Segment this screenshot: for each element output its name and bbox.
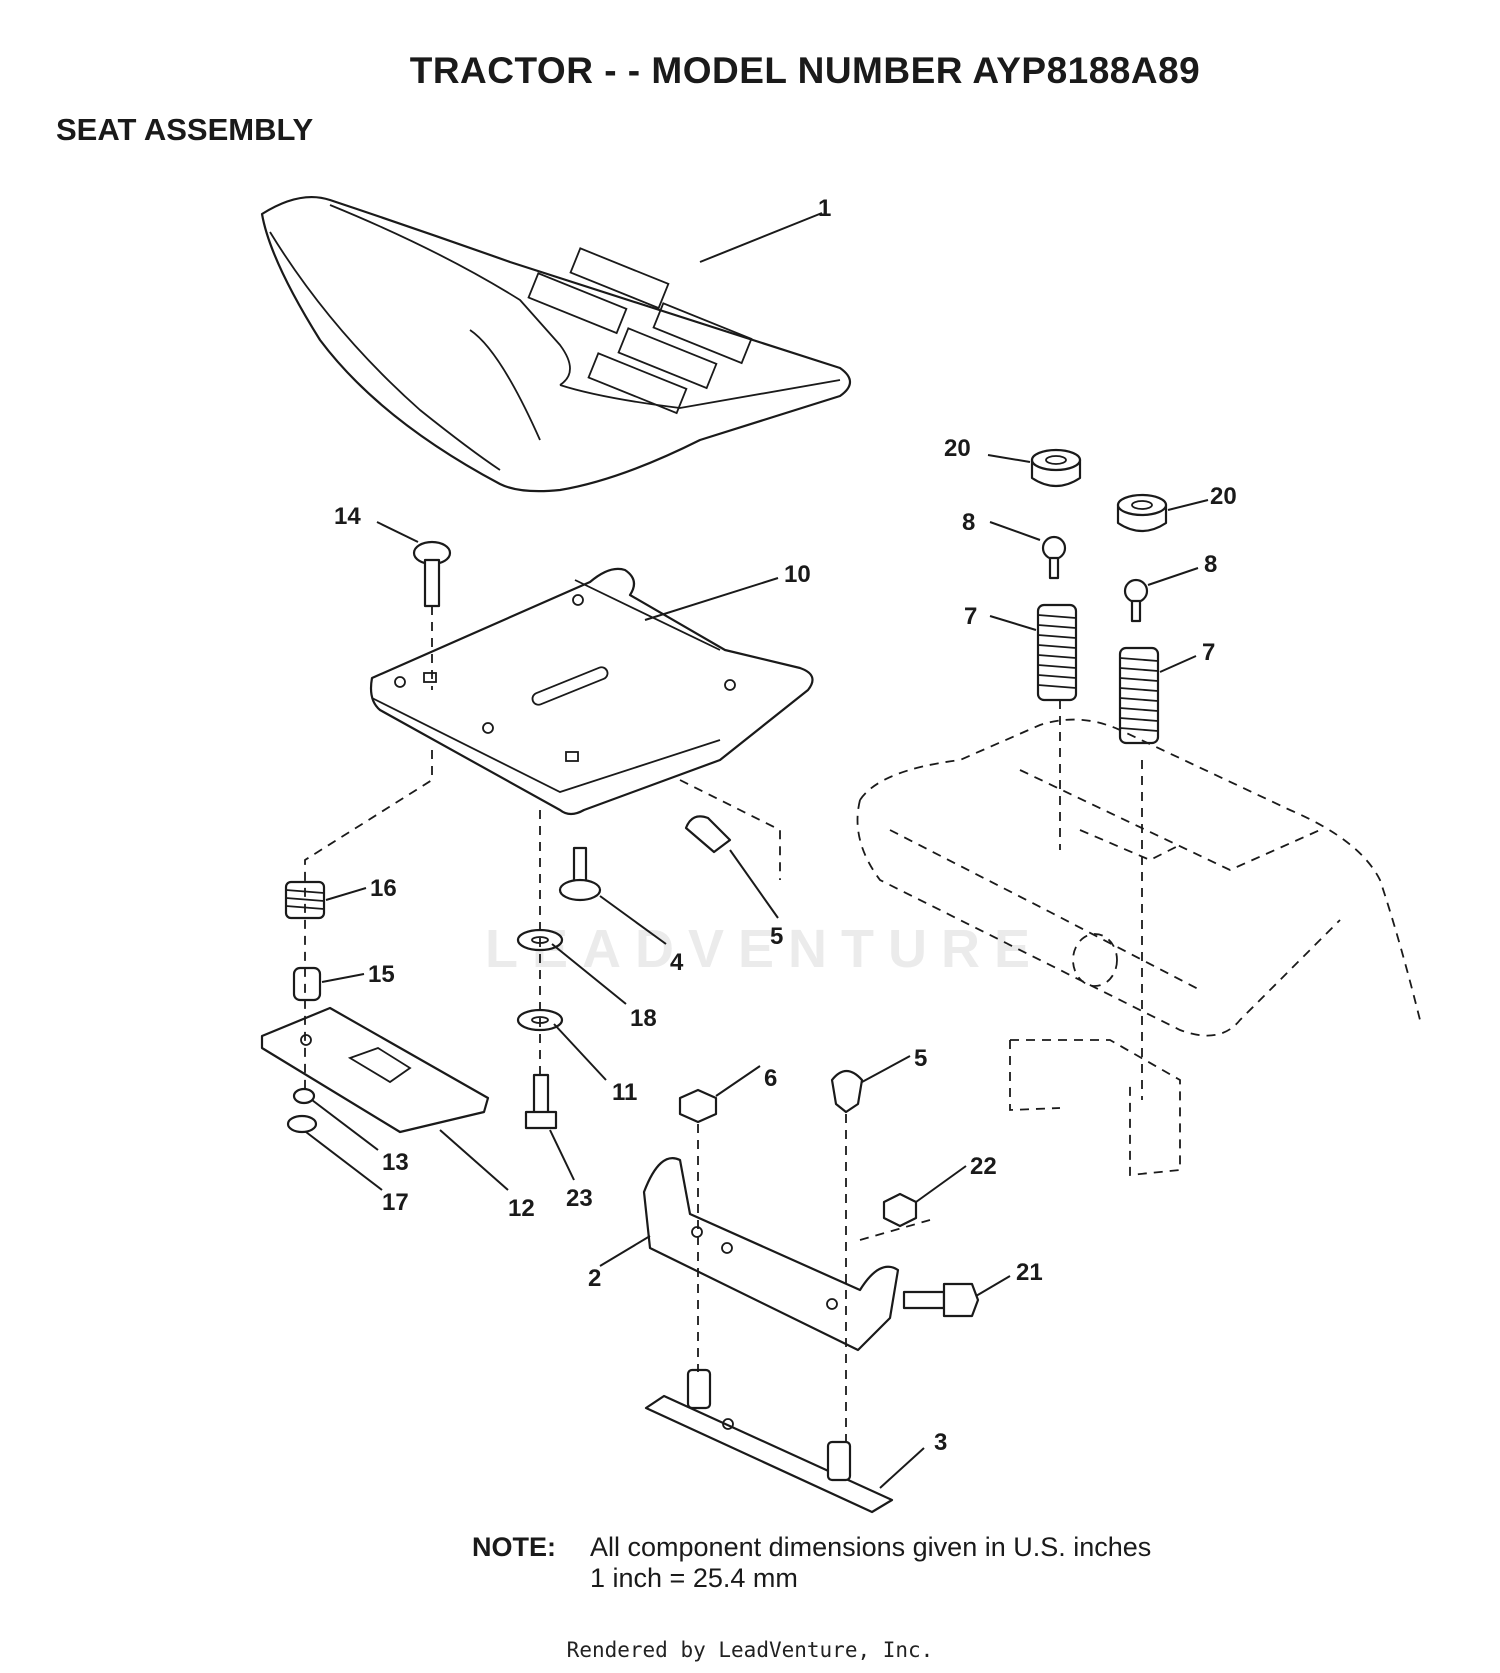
part-fender-reference <box>856 700 1421 1176</box>
part-seat-pan[interactable] <box>369 567 814 816</box>
note-line-1: All component dimensions given in U.S. i… <box>590 1532 1152 1562</box>
part-nut-13[interactable] <box>292 1087 316 1105</box>
part-base-plate[interactable] <box>644 1368 894 1514</box>
part-spacer-small[interactable] <box>292 966 322 1002</box>
part-nut-22[interactable] <box>882 1192 918 1228</box>
callout-10: 10 <box>784 561 811 588</box>
callout-1: 1 <box>818 195 831 222</box>
part-lever-bracket[interactable] <box>260 1006 490 1134</box>
callout-11: 11 <box>612 1079 637 1106</box>
callout-4: 4 <box>670 949 684 976</box>
callout-12: 12 <box>508 1195 535 1222</box>
callout-16: 16 <box>370 875 397 902</box>
note-text: All component dimensions given in U.S. i… <box>590 1532 1151 1594</box>
callout-6: 6 <box>764 1065 777 1092</box>
section-title: SEAT ASSEMBLY <box>56 112 314 147</box>
assembly-lines <box>304 606 931 1442</box>
callout-18: 18 <box>630 1005 657 1032</box>
callouts: 1 20 20 14 10 8 8 7 7 16 4 5 15 18 11 6 … <box>334 195 1237 1456</box>
part-bolt-23[interactable] <box>524 1073 558 1130</box>
callout-7-left: 7 <box>964 603 977 630</box>
callout-7-right: 7 <box>1202 639 1215 666</box>
note: NOTE: All component dimensions given in … <box>472 1532 1151 1594</box>
part-clip-lower[interactable] <box>830 1069 864 1114</box>
part-flange-nut-17[interactable] <box>286 1114 318 1134</box>
footer-credit: Rendered by LeadVenture, Inc. <box>566 1638 934 1662</box>
part-bolt-4[interactable] <box>558 846 602 902</box>
part-spring-left[interactable] <box>1036 603 1078 702</box>
callout-14: 14 <box>334 503 361 530</box>
callout-23: 23 <box>566 1185 593 1212</box>
callout-22: 22 <box>970 1153 997 1180</box>
part-carriage-bolt[interactable] <box>412 540 452 608</box>
note-line-2: 1 inch = 25.4 mm <box>590 1563 798 1593</box>
callout-20-left: 20 <box>944 435 971 462</box>
note-label: NOTE: <box>472 1532 556 1562</box>
callout-13: 13 <box>382 1149 409 1176</box>
callout-3: 3 <box>934 1429 947 1456</box>
watermark: LEADVENTURE <box>485 919 1045 979</box>
part-spring-small[interactable] <box>284 880 326 920</box>
part-knob-left[interactable] <box>1041 535 1067 580</box>
part-spacer-right[interactable] <box>1116 493 1168 533</box>
callout-15: 15 <box>368 961 395 988</box>
part-seat[interactable] <box>260 196 852 493</box>
callout-8-left: 8 <box>962 509 975 536</box>
callout-8-right: 8 <box>1204 551 1217 578</box>
callout-17: 17 <box>382 1189 409 1216</box>
callout-20-right: 20 <box>1210 483 1237 510</box>
part-clip-upper[interactable] <box>684 815 732 854</box>
part-knob-right[interactable] <box>1123 578 1149 623</box>
part-spacer-left[interactable] <box>1030 448 1082 488</box>
page-title: TRACTOR - - MODEL NUMBER AYP8188A89 <box>409 50 1201 91</box>
part-spring-right[interactable] <box>1118 646 1160 745</box>
leader-lines <box>305 212 1209 1489</box>
part-bolt-21[interactable] <box>902 1282 980 1318</box>
callout-5-upper: 5 <box>770 923 783 950</box>
callout-2: 2 <box>588 1265 601 1292</box>
callout-5-lower: 5 <box>914 1045 927 1072</box>
callout-21: 21 <box>1016 1259 1043 1286</box>
part-mounting-bracket[interactable] <box>642 1157 900 1352</box>
part-nut-6[interactable] <box>678 1088 718 1124</box>
